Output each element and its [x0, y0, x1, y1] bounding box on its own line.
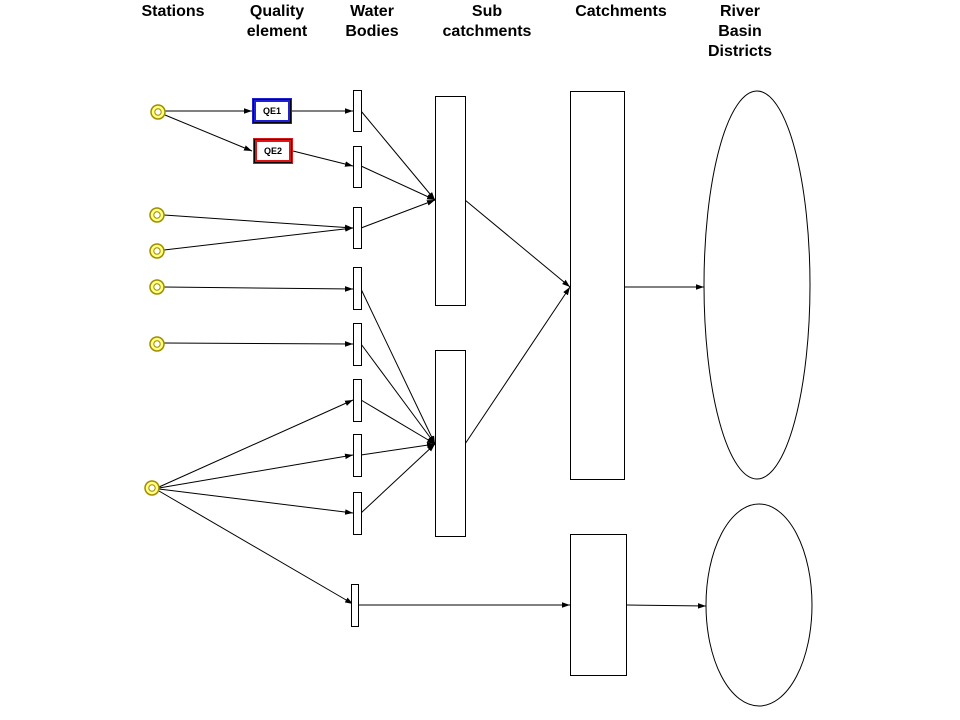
- edge-station-3-waterbody-3: [163, 226, 354, 251]
- edge-waterbody-3-subcatchment-1: [360, 199, 436, 229]
- edge-station-4-waterbody-4: [163, 286, 354, 292]
- water-bodies: [351, 90, 362, 627]
- water-body-4: [353, 267, 362, 310]
- edge-subcatchment-1-catchment-1: [464, 199, 571, 288]
- edge-station-5-waterbody-5: [163, 341, 354, 347]
- edge-waterbody-5-subcatchment-2: [360, 343, 436, 445]
- header-catchments: Catchments: [575, 3, 667, 20]
- header-water-bodies: Water Bodies: [345, 3, 399, 40]
- station-3: [149, 243, 165, 259]
- edge-station-1-qe2: [164, 114, 253, 152]
- header-quality-element: Quality element: [246, 3, 308, 40]
- sub-catchment-1: [435, 96, 466, 306]
- quality-element-qe1: QE1: [252, 98, 292, 124]
- edge-station-6-waterbody-9: [158, 490, 354, 605]
- station-1: [150, 104, 166, 120]
- river-basin-districts: [703, 90, 813, 707]
- river-basin-district-2: [705, 503, 813, 707]
- catchments: [570, 91, 627, 676]
- edge-waterbody-7-subcatchment-2: [360, 442, 436, 456]
- water-body-8: [353, 492, 362, 535]
- station-5: [149, 336, 165, 352]
- edge-waterbody-6-subcatchment-2: [360, 399, 436, 445]
- water-body-5: [353, 323, 362, 366]
- edge-station-2-waterbody-3: [163, 214, 354, 231]
- catchment-2: [570, 534, 627, 676]
- edge-waterbody-4-subcatchment-2: [360, 288, 436, 445]
- station-2: [149, 207, 165, 223]
- water-body-2: [353, 146, 362, 188]
- edge-waterbody-1-subcatchment-1: [360, 110, 436, 201]
- sub-catchment-2: [435, 350, 466, 537]
- edge-qe2-waterbody-2: [292, 150, 354, 167]
- edge-station-6-waterbody-6: [158, 399, 354, 488]
- edge-catchment-2-district-2: [626, 603, 707, 609]
- edge-station-6-waterbody-8: [158, 488, 354, 515]
- edge-waterbody-2-subcatchment-1: [360, 165, 436, 201]
- header-river-basin-districts: River Basin Districts: [707, 3, 773, 60]
- sub-catchments: [435, 96, 466, 537]
- catchment-1: [570, 91, 625, 480]
- quality-element-qe2: QE2: [253, 138, 293, 164]
- water-body-9: [351, 584, 359, 627]
- river-basin-district-1: [703, 90, 811, 480]
- edge-subcatchment-2-catchment-1: [464, 286, 571, 445]
- water-body-3: [353, 207, 362, 249]
- connector-lines: [158, 108, 707, 609]
- water-body-7: [353, 434, 362, 477]
- edge-waterbody-8-subcatchment-2: [360, 443, 436, 514]
- water-body-6: [353, 379, 362, 422]
- station-6: [144, 480, 160, 496]
- station-4: [149, 279, 165, 295]
- header-stations: Stations: [141, 3, 205, 20]
- stations: [144, 104, 166, 496]
- water-body-1: [353, 90, 362, 132]
- header-sub-catchments: Sub catchments: [442, 3, 532, 40]
- edge-station-6-waterbody-7: [158, 453, 354, 489]
